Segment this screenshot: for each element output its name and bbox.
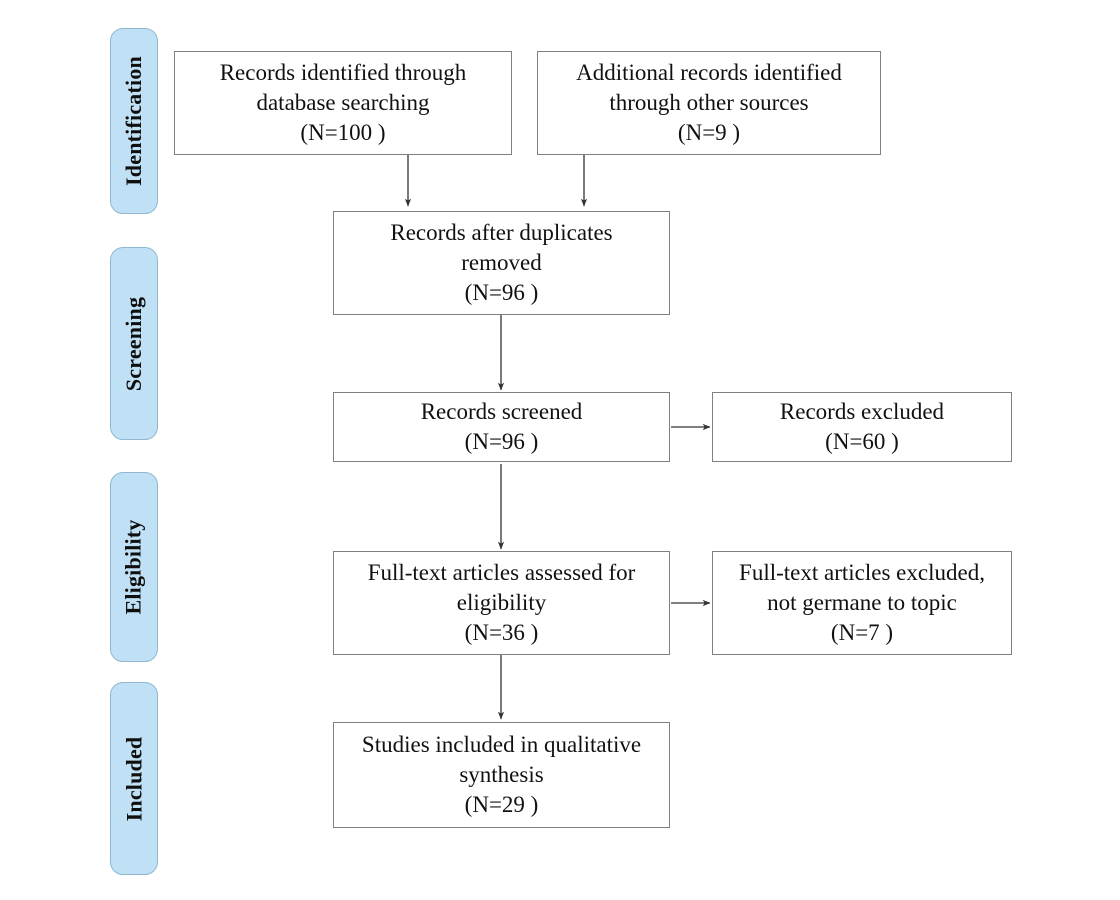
box-line: removed	[461, 250, 542, 276]
stage-label-eligibility: Eligibility	[121, 519, 147, 615]
box-line: Studies included in qualitative	[361, 732, 642, 758]
box-line: Records identified through	[219, 60, 467, 86]
stage-pill-screening: Screening	[110, 247, 158, 440]
box-line: Full-text articles excluded,	[739, 560, 985, 586]
stage-label-included: Included	[121, 736, 146, 821]
box-count: (N=7 )	[830, 619, 894, 645]
box-line: Records screened	[420, 399, 583, 425]
stage-label-identification: Identification	[121, 56, 147, 186]
box-line: Additional records identified	[576, 60, 842, 86]
box-line: eligibility	[456, 590, 547, 616]
stage-pill-included: Included	[110, 682, 158, 875]
box-count: (N=96 )	[464, 279, 539, 305]
box-additional-records-other-sources: Additional records identified through ot…	[537, 51, 881, 155]
box-full-text-articles-excluded: Full-text articles excluded, not germane…	[712, 551, 1012, 655]
box-records-after-duplicates-removed: Records after duplicates removed (N=96 )	[333, 211, 670, 315]
stage-pill-eligibility: Eligibility	[110, 472, 158, 662]
box-count: (N=96 )	[464, 429, 539, 454]
box-count: (N=9 )	[677, 119, 741, 145]
box-count: (N=100 )	[300, 119, 386, 145]
box-count: (N=36 )	[464, 619, 539, 645]
box-count: (N=29 )	[464, 791, 539, 817]
box-records-screened: Records screened (N=96 )	[333, 392, 670, 462]
box-count: (N=60 )	[825, 429, 899, 454]
box-line: Full-text articles assessed for	[367, 560, 636, 586]
box-records-identified-database: Records identified through database sear…	[174, 51, 512, 155]
box-line: Records excluded	[779, 399, 945, 425]
stage-label-screening: Screening	[121, 296, 146, 391]
box-line: Records after duplicates	[390, 220, 613, 246]
box-line: synthesis	[459, 762, 544, 788]
box-line: through other sources	[609, 90, 809, 116]
box-full-text-articles-assessed: Full-text articles assessed for eligibil…	[333, 551, 670, 655]
box-studies-included-qualitative-synthesis: Studies included in qualitative synthesi…	[333, 722, 670, 828]
box-line: not germane to topic	[767, 590, 957, 616]
box-records-excluded: Records excluded (N=60 )	[712, 392, 1012, 462]
box-line: database searching	[256, 90, 430, 116]
stage-pill-identification: Identification	[110, 28, 158, 214]
